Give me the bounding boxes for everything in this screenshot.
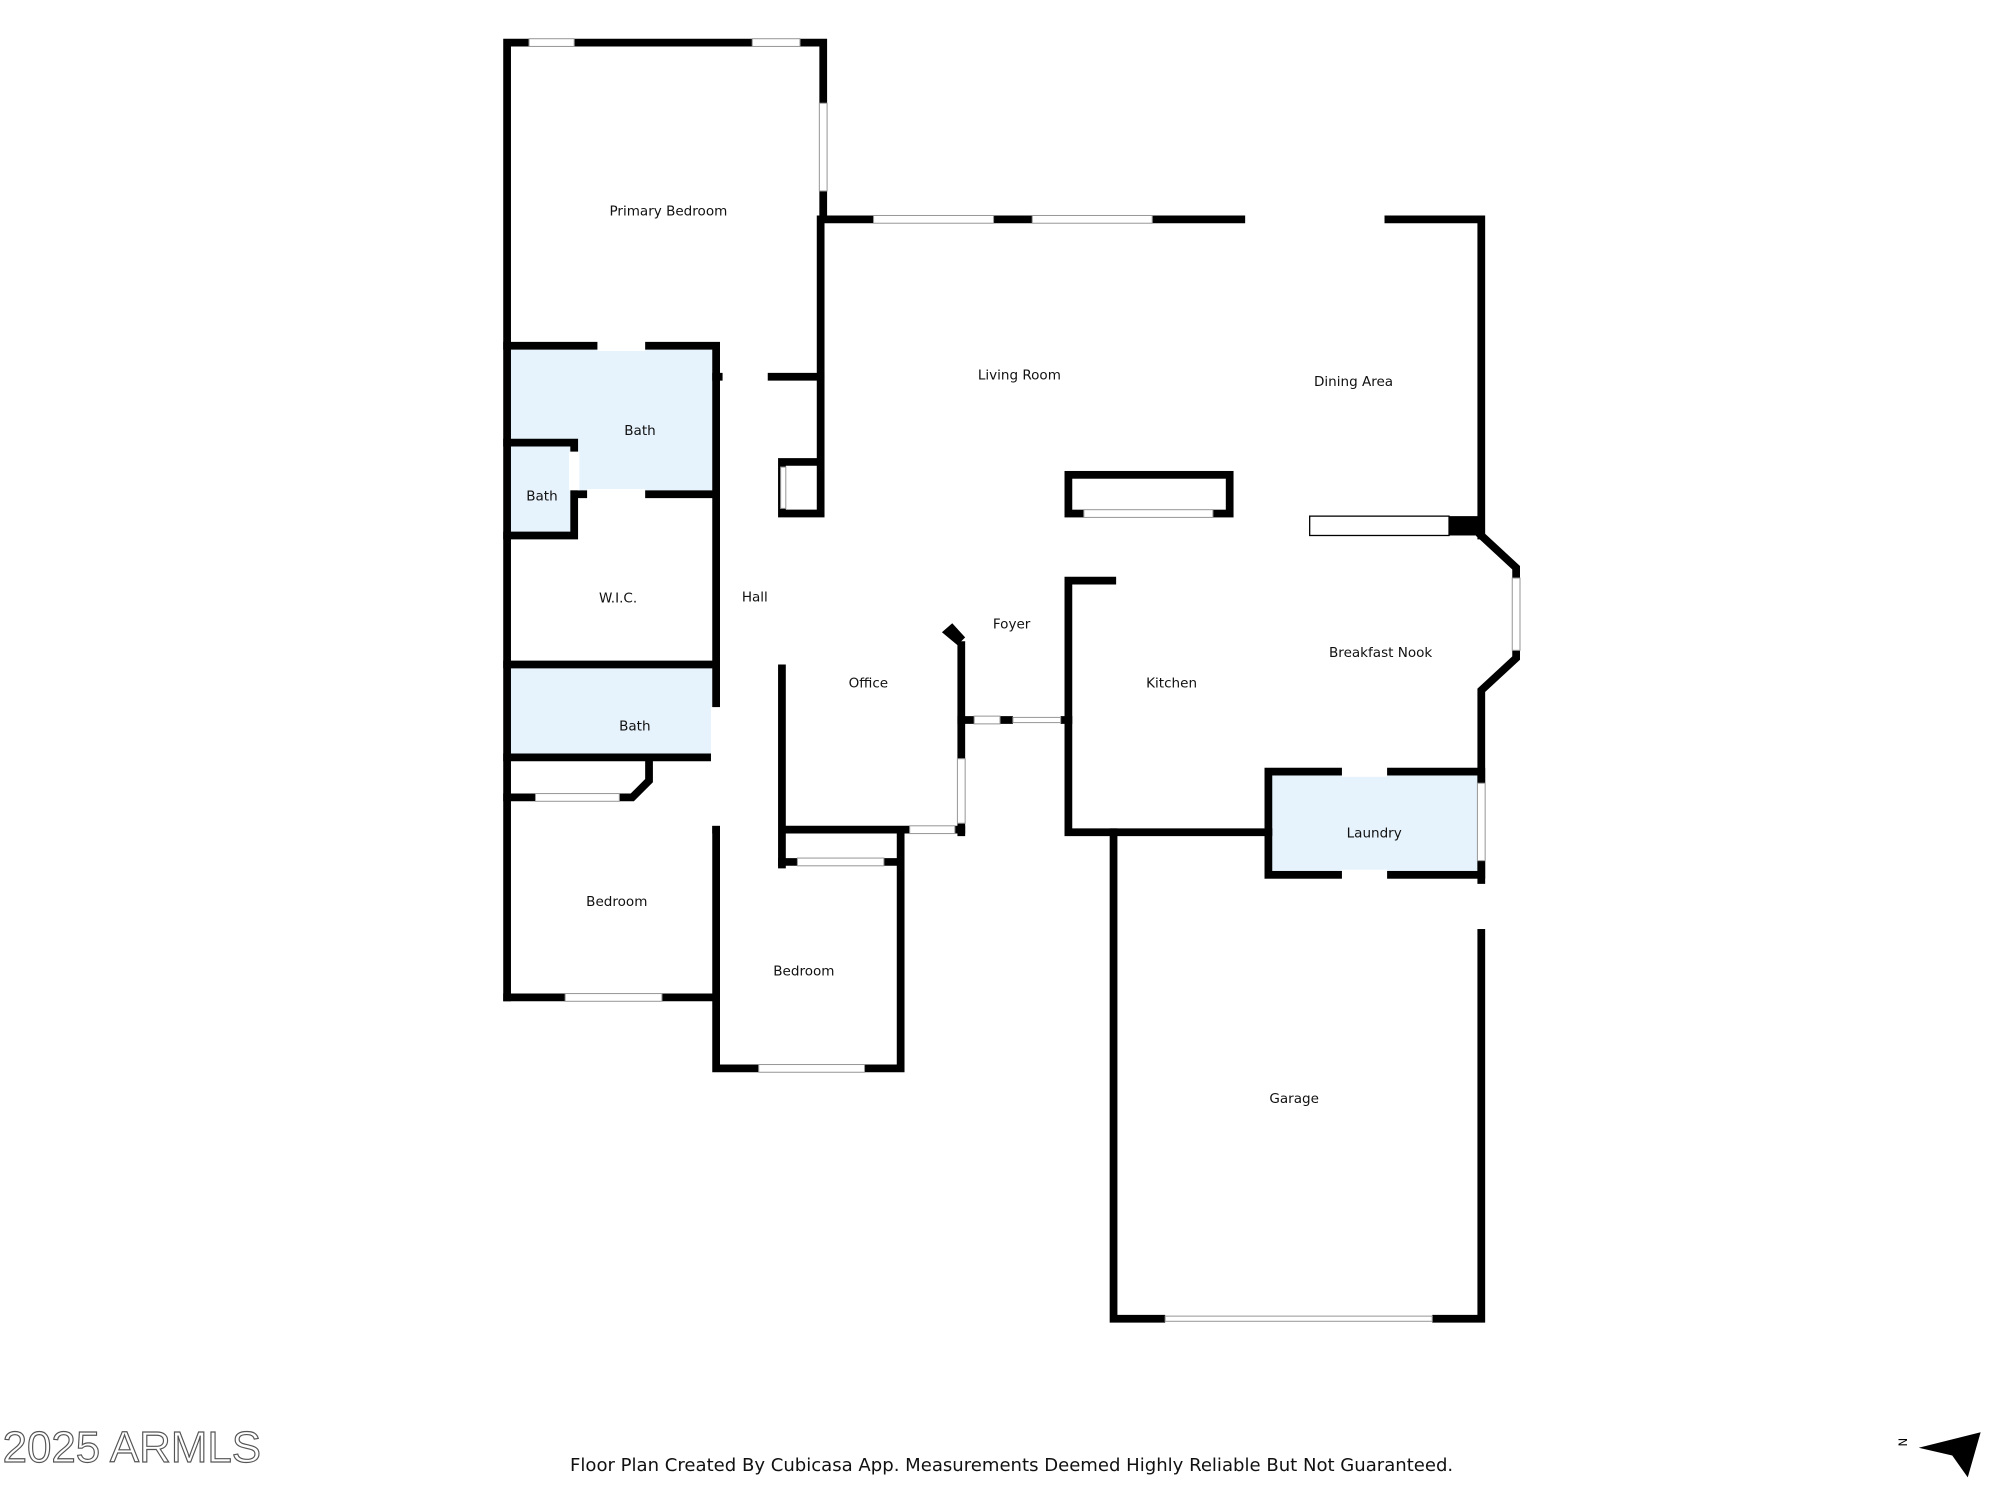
room-label-bath-hall: Bath — [619, 718, 650, 734]
openings — [528, 38, 1521, 1324]
room-label-bedroom-2: Bedroom — [773, 963, 834, 979]
laundry-fill — [1270, 774, 1479, 873]
room-label-laundry: Laundry — [1347, 825, 1402, 841]
room-label-dining-area: Dining Area — [1314, 374, 1393, 390]
bath-small-fill — [510, 445, 573, 535]
room-labels: Primary Bedroom Living Room Dining Area … — [526, 203, 1432, 1107]
room-label-bath-primary: Bath — [624, 423, 655, 439]
room-label-bath-small: Bath — [526, 489, 557, 505]
room-label-bedroom-1: Bedroom — [586, 894, 647, 910]
room-label-garage: Garage — [1269, 1091, 1319, 1107]
room-label-living-room: Living Room — [978, 367, 1061, 383]
room-label-foyer: Foyer — [993, 616, 1031, 632]
room-label-office: Office — [849, 676, 889, 692]
room-label-primary-bedroom: Primary Bedroom — [609, 203, 727, 219]
disclaimer: Floor Plan Created By Cubicasa App. Meas… — [570, 1455, 1453, 1476]
watermark: 2025 ARMLS — [3, 1423, 261, 1472]
north-label: N — [1896, 1438, 1910, 1447]
room-label-wic: W.I.C. — [599, 591, 637, 607]
room-label-breakfast-nook: Breakfast Nook — [1329, 645, 1432, 661]
room-label-kitchen: Kitchen — [1146, 676, 1197, 692]
north-arrow-icon: N — [1896, 1432, 1981, 1478]
bath-hall-fill — [510, 668, 714, 757]
room-label-hall: Hall — [742, 589, 768, 605]
